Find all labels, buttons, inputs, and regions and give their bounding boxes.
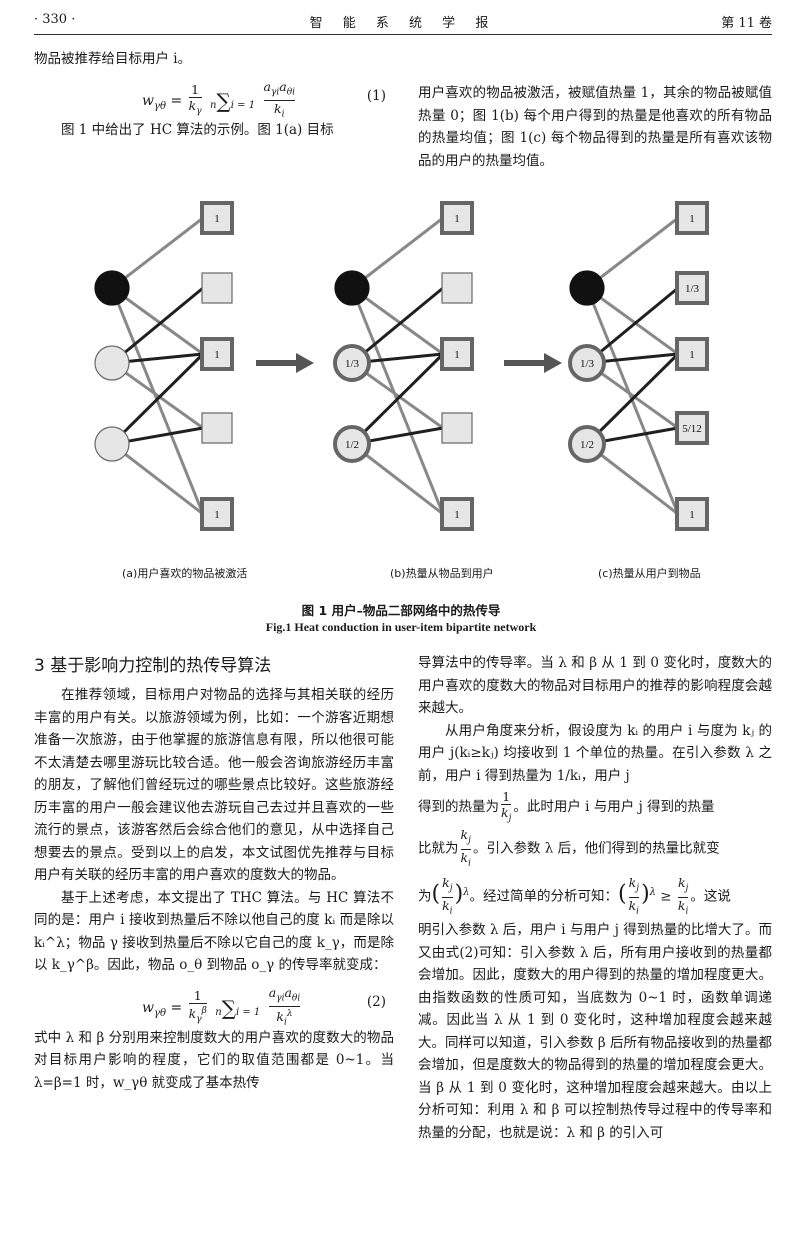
item-node bbox=[440, 497, 474, 531]
item-heat-label: 5/12 bbox=[682, 423, 702, 435]
figure-title-cn: 图 1 用户–物品二部网络中的热传导 bbox=[301, 603, 501, 618]
item-node bbox=[200, 201, 234, 235]
user-node bbox=[333, 425, 371, 463]
running-header: · 330 · 智 能 系 统 学 报 第 11 卷 bbox=[34, 10, 772, 32]
item-node bbox=[441, 412, 473, 444]
subcaption-a: (a)用户喜欢的物品被激活 bbox=[122, 567, 248, 580]
paragraph: 从用户角度来分析，假设度为 kᵢ 的用户 i 与度为 kⱼ 的用户 j(kᵢ≥k… bbox=[418, 722, 772, 784]
journal-name: 智 能 系 统 学 报 bbox=[309, 16, 497, 31]
item-heat-label: 1 bbox=[454, 509, 460, 521]
edge bbox=[111, 442, 204, 516]
item-node bbox=[440, 337, 474, 371]
arrow-icon bbox=[504, 353, 562, 373]
edge bbox=[351, 286, 444, 356]
item-node bbox=[675, 201, 709, 235]
edge bbox=[351, 442, 444, 516]
user-node bbox=[569, 270, 605, 306]
paragraph: 物品被推荐给目标用户 i。 bbox=[34, 51, 192, 67]
header-rule bbox=[34, 34, 772, 35]
panel-b: 1/3 1/2 1 1 1 bbox=[333, 201, 474, 531]
user-node bbox=[94, 345, 130, 381]
user-node bbox=[94, 270, 130, 306]
item-heat-label: 1 bbox=[214, 213, 220, 225]
paragraph: 用户喜欢的物品被激活，被赋值热量 1，其余的物品被赋值热量 0；图 1(b) 每… bbox=[418, 85, 772, 169]
user-node bbox=[94, 426, 130, 462]
edge bbox=[351, 286, 444, 365]
paragraph: 在推荐领域，目标用户对物品的选择与其相关联的经历丰富的用户有关。以旅游领域为例，… bbox=[34, 687, 394, 883]
edge bbox=[351, 216, 444, 290]
paragraph: 导算法中的传导率。当 λ 和 β 从 1 到 0 变化时，度数大的用户喜欢的度数… bbox=[418, 655, 772, 716]
volume-number: 第 11 卷 bbox=[721, 16, 772, 31]
right-top-column: 用户喜欢的物品被激活，被赋值热量 1，其余的物品被赋值热量 0；图 1(b) 每… bbox=[418, 82, 772, 172]
item-node bbox=[675, 411, 709, 445]
edge bbox=[110, 352, 205, 446]
heat-conduction-figure: 1 1 1 1/3 1/2 1 1 1 1/3 1/2 1 1/3 1 5/12 1 bbox=[94, 201, 709, 531]
user-node bbox=[568, 425, 606, 463]
item-node bbox=[201, 272, 233, 304]
item-heat-label: 1 bbox=[689, 213, 695, 225]
subcaption-b: (b)热量从物品到用户 bbox=[390, 567, 494, 580]
edge bbox=[586, 442, 679, 516]
item-heat-label: 1 bbox=[214, 509, 220, 521]
edge bbox=[111, 286, 204, 365]
panel-a: 1 1 1 bbox=[94, 201, 234, 531]
edge bbox=[111, 286, 204, 356]
item-node bbox=[675, 271, 709, 305]
eq1-number: (1) bbox=[366, 87, 386, 104]
eq1-lhs-sub: γθ bbox=[153, 100, 166, 112]
item-node bbox=[440, 201, 474, 235]
user-heat-label: 1/2 bbox=[580, 439, 594, 451]
paragraph: 图 1 中给出了 HC 算法的示例。图 1(a) 目标 bbox=[61, 121, 334, 138]
item-node bbox=[200, 497, 234, 531]
item-heat-label: 1 bbox=[454, 213, 460, 225]
edge bbox=[350, 352, 445, 446]
page-number: · 330 · bbox=[34, 12, 76, 27]
paragraph: 明引入参数 λ 后，用户 i 与用户 j 得到热量的比增大了。而又由式(2)可知… bbox=[418, 922, 772, 1141]
figure-title-en: Fig.1 Heat conduction in user-item bipar… bbox=[265, 620, 537, 634]
edge bbox=[111, 361, 204, 430]
edge bbox=[585, 352, 680, 446]
eq1-lhs: w bbox=[142, 92, 154, 109]
user-node bbox=[568, 344, 606, 382]
arrow-icon bbox=[256, 353, 314, 373]
user-node bbox=[334, 270, 370, 306]
edge bbox=[586, 286, 679, 356]
item-heat-label: 1 bbox=[454, 349, 460, 361]
paragraph: 基于上述考虑，本文提出了 THC 算法。与 HC 算法不同的是：用户 i 接收到… bbox=[34, 889, 394, 974]
subcaption-c: (c)热量从用户到物品 bbox=[598, 567, 701, 580]
item-node bbox=[201, 412, 233, 444]
eq2-number: (2) bbox=[366, 993, 386, 1010]
edge bbox=[586, 216, 679, 290]
edge bbox=[111, 216, 204, 290]
item-heat-label: 1 bbox=[214, 349, 220, 361]
item-node bbox=[675, 337, 709, 371]
eq1-sum: n∑i = 1 bbox=[210, 88, 256, 113]
right-bottom-column: 导算法中的传导率。当 λ 和 β 从 1 到 0 变化时，度数大的用户喜欢的度数… bbox=[418, 652, 772, 1144]
paragraph: 式中 λ 和 β 分别用来控制度数大的用户喜欢的度数大的物品对目标用户影响的程度… bbox=[34, 1029, 394, 1091]
user-heat-label: 1/3 bbox=[580, 358, 595, 370]
user-heat-label: 1/3 bbox=[345, 358, 360, 370]
item-node bbox=[441, 272, 473, 304]
section-heading: 3 基于影响力控制的热传导算法 bbox=[34, 656, 272, 676]
user-heat-label: 1/2 bbox=[345, 439, 359, 451]
item-node bbox=[675, 497, 709, 531]
item-heat-label: 1/3 bbox=[685, 283, 700, 295]
edge bbox=[586, 286, 679, 365]
item-heat-label: 1 bbox=[689, 509, 695, 521]
item-node bbox=[200, 337, 234, 371]
left-bottom-column: 3 基于影响力控制的热传导算法 在推荐领域，目标用户对物品的选择与其相关联的经历… bbox=[34, 652, 394, 1094]
user-node bbox=[333, 344, 371, 382]
item-heat-label: 1 bbox=[689, 349, 695, 361]
panel-c: 1/3 1/2 1 1/3 1 5/12 1 bbox=[568, 201, 709, 531]
